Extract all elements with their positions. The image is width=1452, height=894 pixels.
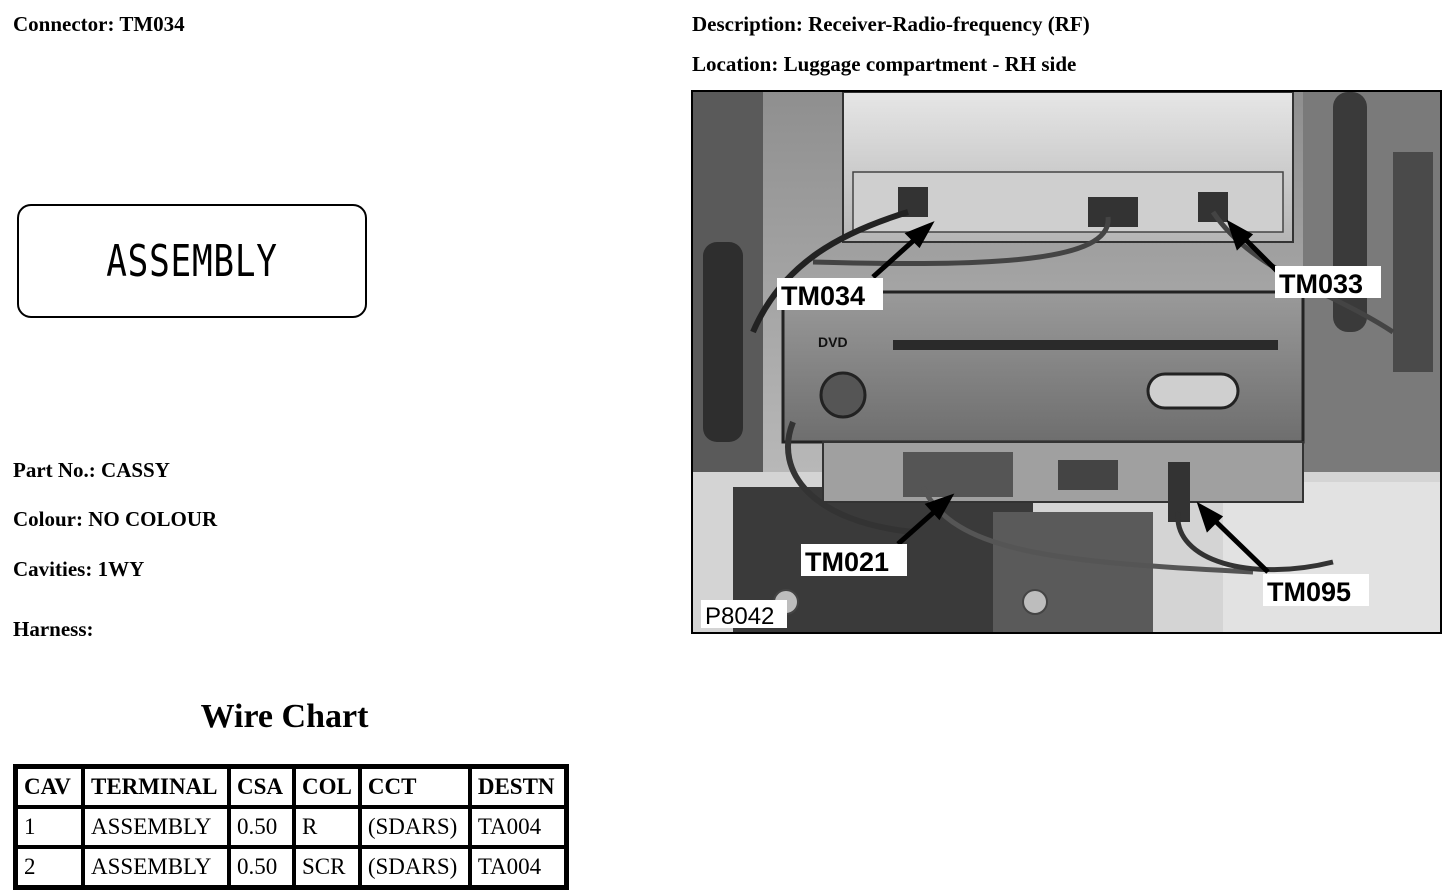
callout-tm021: TM021 [805, 547, 889, 577]
column-header: COL [294, 767, 360, 807]
description-label: Description: Receiver-Radio-frequency (R… [692, 12, 1090, 36]
table-cell: 2 [16, 847, 83, 887]
column-header: DESTN [469, 767, 566, 807]
cavities-label: Cavities: 1WY [13, 557, 145, 581]
column-header: CSA [229, 767, 294, 807]
table-cell: TA004 [469, 847, 566, 887]
table-cell: 0.50 [229, 807, 294, 847]
table-cell: 1 [16, 807, 83, 847]
wire-chart-title: Wire Chart [200, 698, 369, 735]
connector-symbol-label: ASSEMBLY [106, 235, 278, 287]
part-number-label: Part No.: CASSY [13, 458, 170, 482]
colour-label: Colour: NO COLOUR [13, 507, 218, 531]
column-header: CCT [359, 767, 470, 807]
location-label: Location: Luggage compartment - RH side [692, 52, 1077, 76]
callout-tm033: TM033 [1279, 269, 1363, 299]
table-cell: ASSEMBLY [83, 807, 229, 847]
wire-chart-table: CAV TERMINAL CSA COL CCT DESTN 1 ASSEMBL… [13, 764, 569, 890]
column-header: TERMINAL [83, 767, 229, 807]
table-cell: (SDARS) [359, 847, 470, 887]
connector-label: Connector: TM034 [13, 12, 185, 36]
connector-symbol: ASSEMBLY [17, 204, 367, 318]
table-row: 2 ASSEMBLY 0.50 SCR (SDARS) TA004 [16, 847, 566, 887]
table-cell: ASSEMBLY [83, 847, 229, 887]
table-header-row: CAV TERMINAL CSA COL CCT DESTN [16, 767, 566, 807]
column-header: CAV [16, 767, 83, 807]
callout-tm034: TM034 [781, 281, 865, 311]
location-photo: DVD TM034 TM033 [691, 90, 1442, 634]
harness-label: Harness: [13, 617, 94, 641]
callout-tm095: TM095 [1267, 577, 1351, 607]
table-cell: (SDARS) [359, 807, 470, 847]
dvd-logo: DVD [818, 334, 848, 350]
table-cell: SCR [294, 847, 360, 887]
photo-reference: P8042 [705, 603, 774, 630]
table-cell: R [294, 807, 360, 847]
table-row: 1 ASSEMBLY 0.50 R (SDARS) TA004 [16, 807, 566, 847]
table-cell: TA004 [469, 807, 566, 847]
table-cell: 0.50 [229, 847, 294, 887]
